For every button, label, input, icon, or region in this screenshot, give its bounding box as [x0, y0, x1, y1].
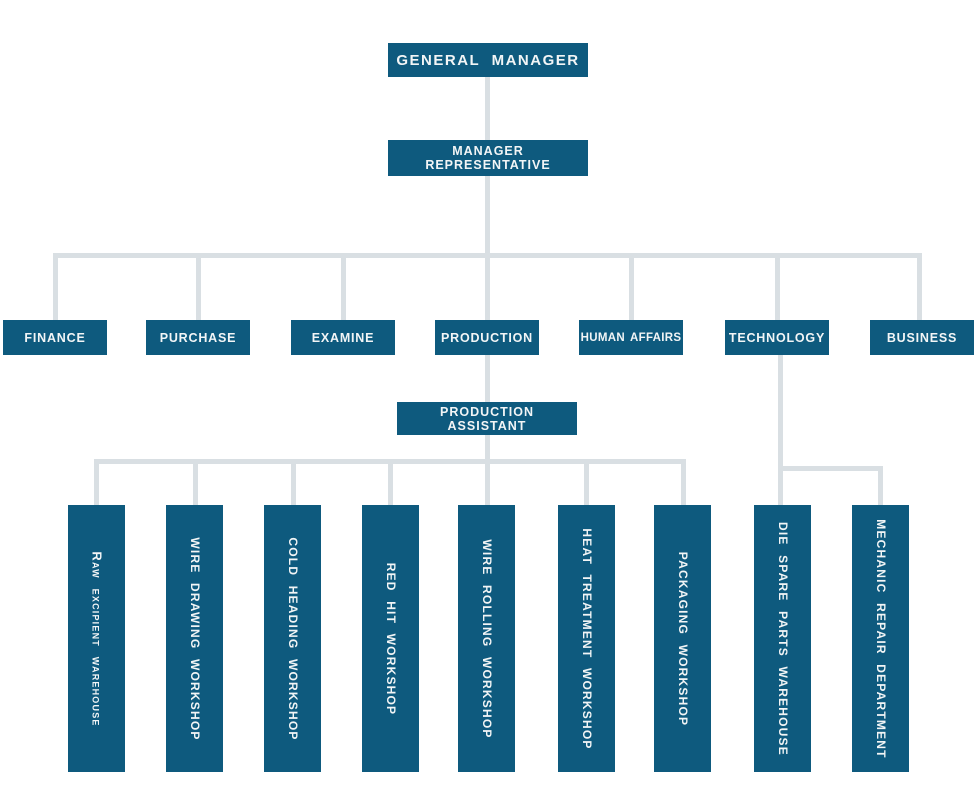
node-label: GENERAL MANAGER	[396, 51, 580, 69]
node-general-manager: GENERAL MANAGER	[388, 43, 588, 77]
connector-drop-unit-1	[94, 459, 99, 505]
connector-drop-business	[917, 253, 922, 320]
node-label: FINANCE	[24, 330, 86, 345]
node-wire-drawing-workshop: WIRE DRAWING WORKSHOP	[166, 505, 223, 772]
connector-drop-unit-6	[584, 459, 589, 505]
node-wire-rolling-workshop: WIRE ROLLING WORKSHOP	[458, 505, 515, 772]
node-purchase: PURCHASE	[146, 320, 250, 355]
node-label: RED HIT WORKSHOP	[383, 562, 398, 715]
connector-technology-rail	[778, 466, 883, 471]
node-business: BUSINESS	[870, 320, 974, 355]
connector-drop-mechanic-repair	[878, 466, 883, 505]
node-label: WIRE DRAWING WORKSHOP	[187, 536, 202, 741]
connector-drop-purchase	[196, 253, 201, 320]
connector-drop-unit-3	[291, 459, 296, 505]
connector-technology-to-units	[778, 355, 783, 505]
connector-gm-to-mr	[485, 77, 490, 140]
node-label: MANAGER REPRESENTATIVE	[425, 144, 551, 172]
node-label: MECHANIC REPAIR DEPARTMENT	[873, 518, 888, 759]
connector-drop-unit-5	[485, 459, 490, 505]
node-cold-heading-workshop: COLD HEADING WORKSHOP	[264, 505, 321, 772]
connector-production-to-pa	[485, 355, 490, 402]
connector-mr-to-rail	[485, 176, 490, 253]
connector-drop-finance	[53, 253, 58, 320]
connector-drop-production	[485, 253, 490, 320]
connector-drop-unit-2	[193, 459, 198, 505]
node-label: COLD HEADING WORKSHOP	[285, 536, 300, 741]
node-die-spare-parts-warehouse: DIE SPARE PARTS WAREHOUSE	[754, 505, 811, 772]
connector-pa-to-rail	[485, 435, 490, 461]
node-label: HUMAN AFFAIRS	[580, 331, 682, 344]
node-finance: FINANCE	[3, 320, 107, 355]
node-label: PACKAGING WORKSHOP	[675, 551, 690, 726]
connector-drop-human-affairs	[629, 253, 634, 320]
node-label: BUSINESS	[886, 330, 958, 345]
node-label: TECHNOLOGY	[728, 330, 826, 345]
node-red-hit-workshop: RED HIT WORKSHOP	[362, 505, 419, 772]
node-label: PURCHASE	[159, 330, 237, 345]
node-heat-treatment-workshop: HEAT TREATMENT WORKSHOP	[558, 505, 615, 772]
node-human-affairs: HUMAN AFFAIRS	[579, 320, 683, 355]
node-production-assistant: PRODUCTION ASSISTANT	[397, 402, 577, 435]
node-label: EXAMINE	[311, 330, 375, 345]
node-manager-representative: MANAGER REPRESENTATIVE	[388, 140, 588, 176]
node-label: DIE SPARE PARTS WAREHOUSE	[775, 521, 790, 756]
node-label: PRODUCTION ASSISTANT	[439, 404, 535, 433]
node-label: Raw excipient warehouse	[89, 550, 104, 727]
connector-drop-technology	[775, 253, 780, 320]
node-mechanic-repair-department: MECHANIC REPAIR DEPARTMENT	[852, 505, 909, 772]
node-production: PRODUCTION	[435, 320, 539, 355]
node-label: HEAT TREATMENT WORKSHOP	[579, 527, 594, 750]
node-label: PRODUCTION	[440, 330, 534, 345]
connector-drop-unit-4	[388, 459, 393, 505]
connector-drop-unit-7	[681, 459, 686, 505]
node-label: WIRE ROLLING WORKSHOP	[479, 538, 494, 739]
connector-drop-examine	[341, 253, 346, 320]
node-packaging-workshop: PACKAGING WORKSHOP	[654, 505, 711, 772]
node-technology: TECHNOLOGY	[725, 320, 829, 355]
node-examine: EXAMINE	[291, 320, 395, 355]
node-raw-excipient-warehouse: Raw excipient warehouse	[68, 505, 125, 772]
